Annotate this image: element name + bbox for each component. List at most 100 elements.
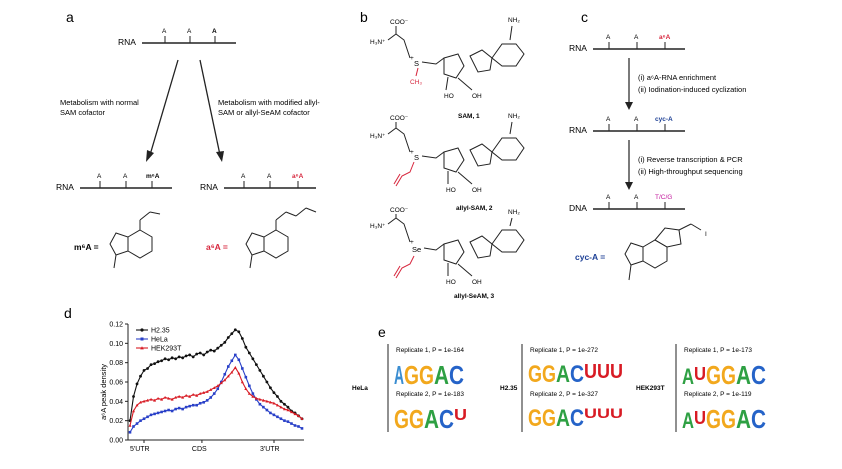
data-point	[219, 343, 223, 347]
svg-text:A: A	[736, 360, 751, 390]
data-point	[188, 394, 192, 398]
data-point	[209, 396, 213, 399]
svg-text:+: +	[410, 55, 414, 62]
svg-text:A: A	[187, 28, 192, 35]
svg-text:H₃N⁺: H₃N⁺	[370, 133, 386, 140]
data-point	[275, 403, 279, 407]
data-point	[195, 352, 199, 356]
motif-panel: e HeLa Replicate 1, P = 1e-164 Replicate…	[352, 324, 766, 434]
svg-text:A: A	[682, 408, 694, 433]
data-point	[184, 354, 188, 358]
data-point	[181, 395, 185, 399]
hela-rep1: Replicate 1, P = 1e-164	[396, 347, 464, 354]
y-tick-label: 0.00	[109, 438, 123, 445]
data-point	[195, 403, 198, 407]
data-point	[290, 422, 293, 425]
data-point	[251, 357, 255, 361]
svg-text:T/C/G: T/C/G	[655, 194, 672, 201]
svg-text:CH₃: CH₃	[410, 79, 422, 86]
data-point	[198, 401, 202, 405]
data-point	[279, 405, 283, 409]
data-point	[177, 355, 181, 359]
panel-a-figure: a RNA A A A Metabolism with normal SAM c…	[56, 9, 320, 269]
svg-text:S: S	[414, 153, 419, 162]
svg-text:U: U	[454, 407, 467, 424]
svg-text:A: A	[241, 173, 246, 180]
data-point	[195, 393, 199, 397]
data-point	[174, 395, 178, 399]
svg-text:U: U	[694, 408, 706, 428]
data-point	[149, 413, 153, 417]
data-point	[293, 424, 297, 427]
y-tick-label: 0.08	[109, 360, 123, 367]
data-point	[128, 423, 132, 427]
svg-text:A: A	[634, 116, 639, 123]
data-point	[244, 387, 248, 390]
c-arrowhead-1	[625, 102, 633, 110]
data-point	[282, 407, 286, 411]
a6a-structure	[245, 207, 317, 269]
data-point	[223, 372, 227, 376]
svg-text:+: +	[410, 149, 414, 156]
data-point	[188, 404, 191, 408]
c-step1-text-1: (i) a⁶A-RNA enrichment	[638, 73, 717, 82]
data-point	[160, 397, 164, 401]
data-point	[142, 417, 146, 421]
data-point	[149, 397, 153, 401]
data-point	[276, 415, 279, 419]
y-tick-label: 0.02	[109, 418, 123, 425]
data-point	[132, 409, 136, 413]
cyc-a-structure	[624, 223, 702, 281]
data-point	[279, 399, 283, 403]
data-point	[276, 395, 279, 398]
data-point	[244, 375, 248, 379]
chart-ylabel: a⁶A peak density	[99, 364, 108, 420]
data-point	[258, 402, 262, 406]
svg-text:NH₂: NH₂	[508, 17, 520, 24]
allyl-seam-structure: H₃N⁺ COO⁻ Se + NH₂ HO OH allyl-SeAM, 3	[370, 207, 525, 300]
h235-rep2: Replicate 2, P = 1e-327	[530, 391, 598, 398]
hek-motif-1: A U G G A C	[682, 360, 766, 390]
svg-text:G: G	[706, 360, 721, 390]
data-point	[135, 403, 139, 407]
svg-text:C: C	[751, 360, 766, 390]
data-point	[248, 384, 251, 388]
legend-marker	[140, 346, 144, 350]
svg-text:HO: HO	[446, 187, 456, 194]
svg-text:HO: HO	[446, 279, 456, 286]
data-point	[241, 367, 244, 370]
data-point	[272, 413, 276, 417]
panel-c-label: c	[581, 9, 588, 25]
panel-d-label: d	[64, 305, 72, 321]
data-point	[233, 328, 237, 332]
svg-text:C: C	[751, 404, 766, 434]
svg-text:A: A	[736, 404, 751, 434]
panel-a-label: a	[66, 9, 74, 25]
c-dna-marks: A A T/C/G	[606, 194, 672, 209]
data-point	[283, 419, 286, 422]
data-point	[254, 396, 258, 400]
hek-motif-2: A U G G A C	[682, 404, 766, 434]
data-point	[226, 374, 230, 378]
svg-text:G: G	[721, 404, 736, 434]
svg-text:H₃N⁺: H₃N⁺	[370, 223, 386, 230]
c-rna1-marks: A A a⁶A	[606, 34, 671, 49]
data-point	[181, 407, 184, 411]
svg-text:G: G	[404, 360, 419, 390]
data-point	[146, 415, 149, 419]
data-point	[265, 399, 269, 403]
peak-density-chart: d a⁶A peak density 0.000.020.040.060.080…	[64, 305, 304, 453]
data-point	[293, 412, 297, 416]
legend-item: HEK293T	[136, 346, 182, 353]
data-point	[135, 382, 139, 386]
data-point	[156, 360, 160, 364]
a6a-equals: a⁶A =	[206, 242, 228, 252]
data-point	[258, 369, 262, 372]
svg-text:U: U	[610, 405, 623, 421]
data-point	[212, 392, 216, 395]
data-point	[160, 410, 163, 414]
legend-label: H2.35	[151, 328, 170, 335]
svg-text:A: A	[606, 34, 611, 41]
data-point	[286, 420, 290, 423]
data-point	[188, 353, 192, 357]
